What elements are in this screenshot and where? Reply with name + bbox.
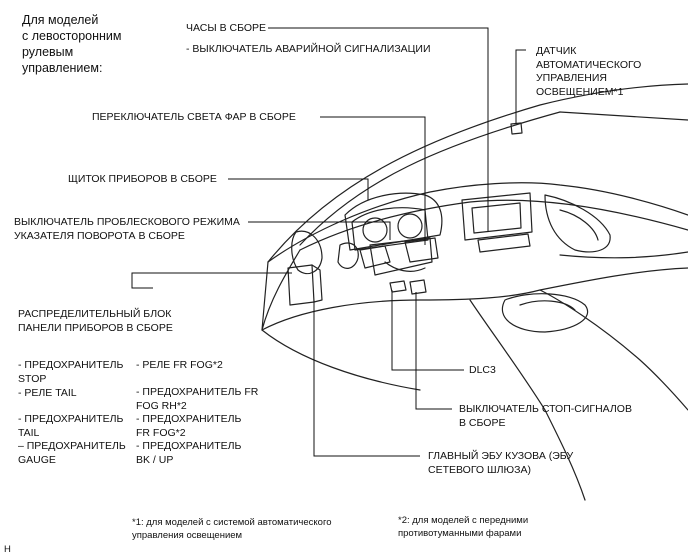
shifter-inner: [519, 300, 576, 311]
dashboard-top: [267, 182, 688, 263]
fuse-item: - ПРЕДОХРАНИТЕЛЬ FR FOG*2: [136, 413, 242, 439]
fuse-item: - ПРЕДОХРАНИТЕЛЬ TAIL: [18, 413, 124, 439]
right-vent: [544, 194, 611, 253]
column-lower: [384, 261, 426, 272]
left-switch: [337, 242, 359, 269]
dashboard-lower: [261, 267, 688, 331]
label-light-sensor: ДАТЧИК АВТОМАТИЧЕСКОГО УПРАВЛЕНИЯ ОСВЕЩЕ…: [536, 45, 642, 98]
floor-line: [261, 329, 421, 391]
label-hazard-switch: - ВЫКЛЮЧАТЕЛЬ АВАРИЙНОЙ СИГНАЛИЗАЦИИ: [186, 43, 431, 55]
glovebox-line: [559, 251, 688, 259]
junction-block: [287, 264, 315, 306]
stop-switch: [409, 279, 427, 295]
leader-ecu: [313, 300, 420, 457]
footnote-1: *1: для моделей с системой автоматическо…: [132, 517, 332, 541]
left-vent: [291, 230, 323, 275]
leader-headlight: [320, 116, 426, 245]
label-instrument-cluster: ЩИТОК ПРИБОРОВ В СБОРЕ: [68, 173, 217, 185]
label-headlight-switch: ПЕРЕКЛЮЧАТЕЛЬ СВЕТА ФАР В СБОРЕ: [92, 111, 296, 123]
windshield-line: [267, 83, 688, 263]
label-clock-assembly: ЧАСЫ В СБОРЕ: [186, 22, 267, 34]
fuse-item: - РЕЛЕ FR FOG*2: [136, 359, 223, 371]
leader-stop: [415, 292, 452, 410]
combination-switch-right: [404, 237, 439, 263]
steering-column: [369, 237, 433, 276]
leader-junction: [131, 272, 292, 289]
fuse-item: - ПРЕДОХРАНИТЕЛЬ FR FOG RH*2: [136, 386, 259, 412]
center-screen: [471, 202, 522, 234]
leader-dlc3: [391, 290, 464, 371]
fuse-item: - ПРЕДОХРАНИТЕЛЬ STOP: [18, 359, 124, 385]
leader-cluster: [228, 178, 369, 200]
corner-marker: H: [4, 544, 11, 555]
fuse-item: - РЕЛЕ TAIL: [18, 387, 77, 399]
dlc3-connector: [389, 280, 407, 293]
combination-switch-left: [359, 245, 391, 269]
light-sensor: [510, 122, 523, 135]
windshield-top: [559, 111, 688, 121]
label-turn-signal-switch: ВЫКЛЮЧАТЕЛЬ ПРОБЛЕСКОВОГО РЕЖИМА УКАЗАТЕ…: [14, 216, 240, 242]
dashboard-top-inner: [299, 199, 688, 251]
leader-clock: [268, 27, 489, 232]
cluster-face: [351, 207, 429, 251]
roof-inner-line: [299, 111, 561, 246]
gauge-right: [397, 213, 423, 239]
leader-sensor: [515, 49, 526, 124]
radio-unit: [477, 233, 531, 253]
gauge-left: [362, 217, 388, 243]
console-left: [469, 299, 586, 501]
center-panel: [461, 192, 533, 241]
label-junction-block: РАСПРЕДЕЛИТЕЛЬНЫЙ БЛОК ПАНЕЛИ ПРИБОРОВ В…: [18, 308, 173, 334]
leader-turn: [248, 221, 391, 240]
fuse-item: – ПРЕДОХРАНИТЕЛЬ GAUGE: [18, 440, 126, 466]
console-right: [539, 289, 688, 411]
right-vent-inner: [559, 209, 599, 241]
shifter-base: [501, 293, 589, 333]
fuse-item: - ПРЕДОХРАНИТЕЛЬ BK / UP: [136, 440, 242, 466]
label-dlc3: DLC3: [469, 364, 496, 376]
a-pillar: [261, 249, 301, 331]
label-stop-light-switch: ВЫКЛЮЧАТЕЛЬ СТОП-СИГНАЛОВ В СБОРЕ: [459, 403, 632, 429]
footnote-2: *2: для моделей с передними противотуман…: [398, 515, 529, 539]
junction-block-side: [311, 264, 323, 303]
label-main-body-ecu: ГЛАВНЫЙ ЭБУ КУЗОВА (ЭБУ СЕТЕВОГО ШЛЮЗА): [428, 450, 574, 476]
steering-condition-note: Для моделей с левосторонним рулевым упра…: [22, 13, 122, 75]
